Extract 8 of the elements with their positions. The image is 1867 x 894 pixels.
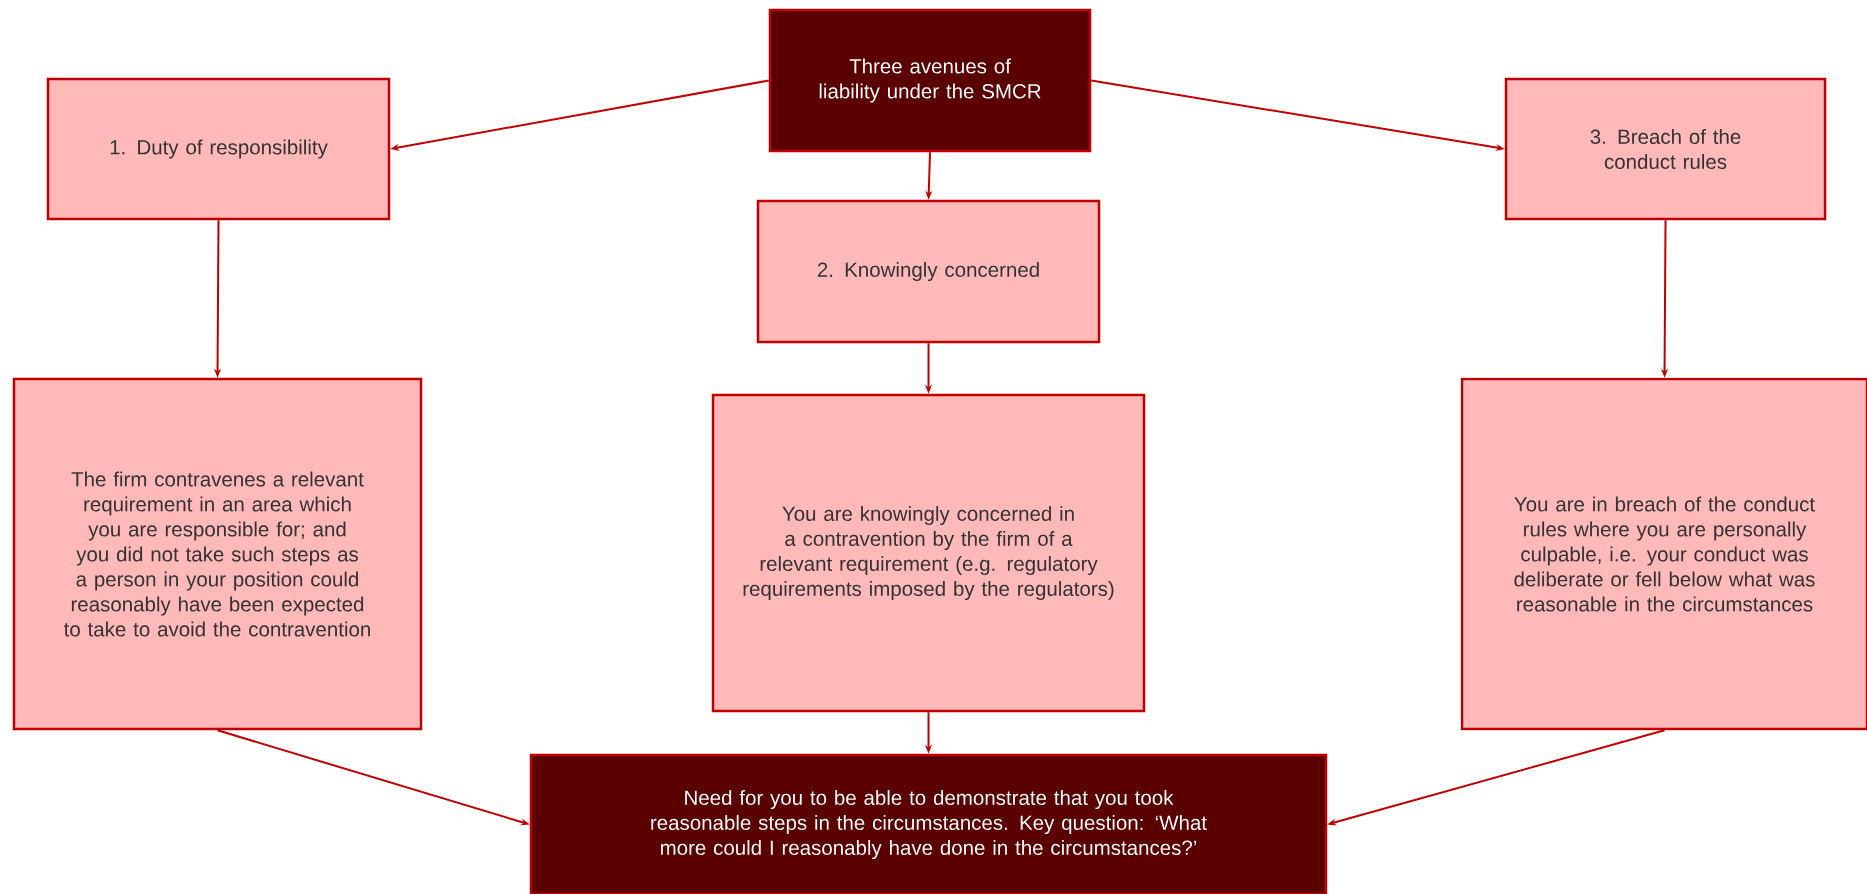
heading-box: Need for you to be able to demonstrate that you took reasonable steps in the circumstances. Key question: ‘What more could I reasonably have done in the circumstances?’ bbox=[529, 753, 1328, 894]
text-box: You are in breach of the conduct rules where you are personally culpable, i.e. your conduct was deliberate or fell below what was reasonable in the circumstances bbox=[1460, 377, 1867, 731]
text-box: The firm contravenes a relevant requirement in an area which you are responsible for; and you did not take such steps as a person in your position could reasonably have been expected to take to avoid the contravention bbox=[12, 377, 423, 731]
text-box: 3. Breach of the conduct rules bbox=[1504, 77, 1827, 221]
text-box: 1. Duty of responsibility bbox=[46, 77, 391, 221]
text-box: 2. Knowingly concerned bbox=[756, 199, 1101, 344]
text-box: You are knowingly concerned in a contravention by the firm of a relevant requirement (e.g. regulatory requirements imposed by the regulators) bbox=[711, 393, 1146, 713]
heading-box: Three avenues of liability under the SMCR bbox=[768, 8, 1092, 153]
